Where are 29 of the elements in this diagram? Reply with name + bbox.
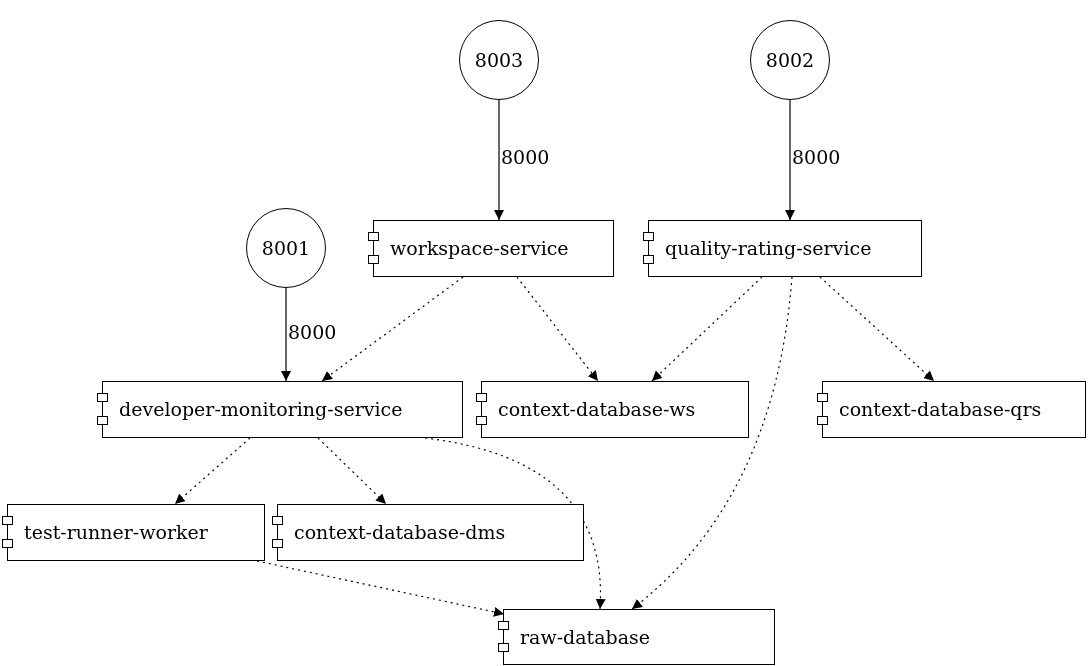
component-box <box>97 381 463 438</box>
node-label: test-runner-worker <box>24 520 208 546</box>
node-label: context-database-ws <box>498 397 696 423</box>
dotted-arrow <box>174 437 251 505</box>
node-label: workspace-service <box>390 236 569 262</box>
node-label: developer-monitoring-service <box>119 397 403 423</box>
component-box <box>817 381 1086 438</box>
dotted-arrow <box>317 437 387 505</box>
node-label: 8002 <box>765 47 815 73</box>
node-label: raw-database <box>520 624 651 650</box>
dotted-arrow <box>651 276 763 382</box>
node-label: quality-rating-service <box>665 236 872 262</box>
node-label: context-database-qrs <box>839 397 1042 423</box>
node-label: 8003 <box>474 47 524 73</box>
arrow <box>494 99 504 221</box>
node-label: context-database-dms <box>294 520 506 546</box>
arrow <box>785 99 795 221</box>
dotted-arrow <box>819 276 935 382</box>
component-box <box>498 609 775 665</box>
component-box <box>368 220 614 277</box>
dotted-arrow <box>516 276 599 382</box>
component-box <box>643 220 922 277</box>
dotted-arrow <box>321 276 464 382</box>
arrow <box>281 287 291 382</box>
component-box <box>272 504 584 561</box>
component-box <box>476 381 749 438</box>
dotted-arrow <box>631 276 793 610</box>
component-box <box>2 504 265 561</box>
node-label: 8001 <box>261 235 311 261</box>
